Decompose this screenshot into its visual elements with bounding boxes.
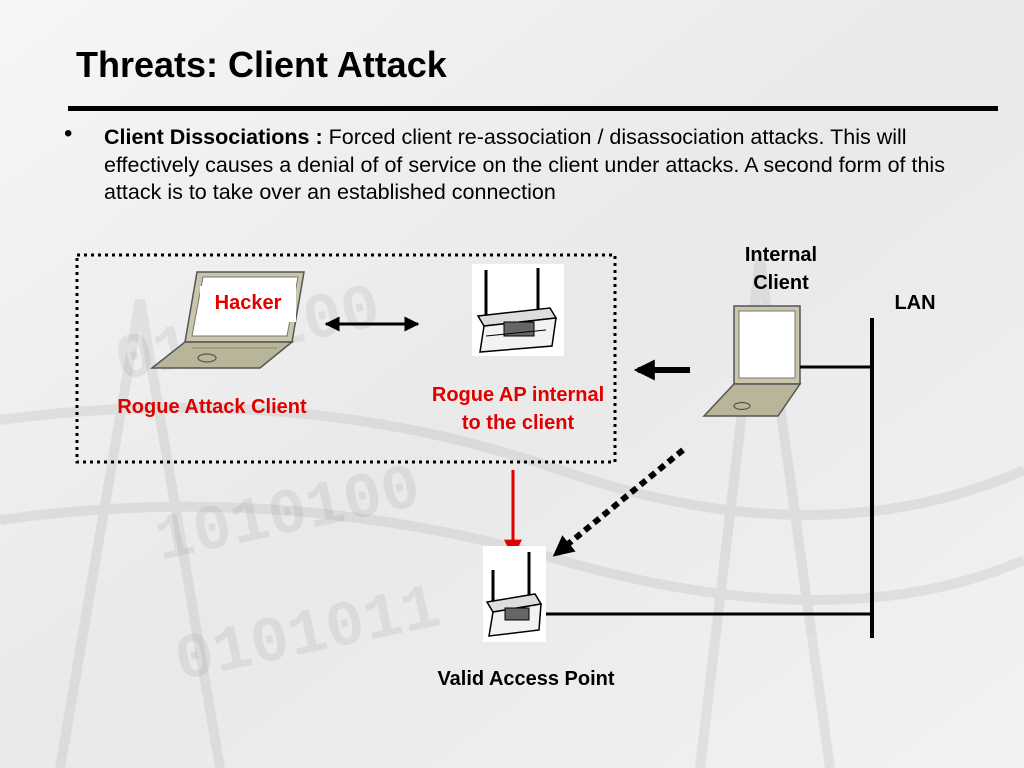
dashed-arrow-icon: [552, 447, 685, 557]
rogue-attack-client-label: Rogue Attack Client: [117, 396, 307, 418]
bullet-lead: Client Dissociations :: [104, 125, 323, 149]
lan-label: LAN: [894, 292, 936, 314]
laptop-icon: [702, 305, 802, 417]
bullet-marker: •: [64, 120, 73, 147]
access-point-icon: [472, 264, 564, 356]
bullet-text: Client Dissociations : Forced client re-…: [104, 124, 1000, 207]
hacker-label-box: [200, 286, 296, 322]
hacker-label: Hacker: [214, 292, 282, 314]
rogue-ap-label: Rogue AP internal to the client: [431, 384, 605, 434]
access-point-icon: [483, 546, 546, 642]
internal-client-label: Internal Client: [744, 244, 818, 294]
valid-ap-label: Valid Access Point: [437, 668, 615, 690]
page-title: Threats: Client Attack: [76, 44, 447, 85]
title-divider: [68, 106, 998, 111]
bullet-body: Forced client re-association / disassoci…: [104, 125, 945, 204]
rogue-zone-boundary: [75, 253, 617, 464]
